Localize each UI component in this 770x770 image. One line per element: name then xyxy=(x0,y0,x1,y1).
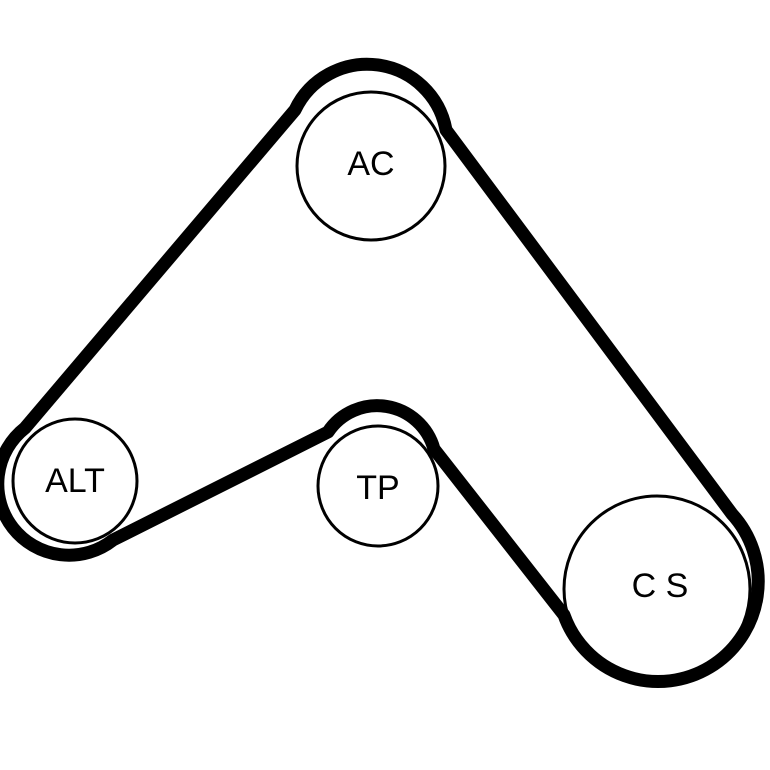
serpentine-belt xyxy=(0,57,765,689)
pulley-cs: C S xyxy=(562,494,752,684)
pulley-alt-circle xyxy=(11,417,139,545)
pulley-tp: TP xyxy=(316,424,440,548)
pulley-cs-label: C S xyxy=(632,567,689,605)
pulley-ac: AC xyxy=(295,90,447,242)
pulley-tp-label: TP xyxy=(356,469,399,507)
pulley-alt-label: ALT xyxy=(45,462,105,500)
pulley-tp-circle xyxy=(316,424,440,548)
pulley-ac-label: AC xyxy=(347,145,394,183)
pulley-ac-circle xyxy=(295,90,447,242)
pulley-alt: ALT xyxy=(11,417,139,545)
